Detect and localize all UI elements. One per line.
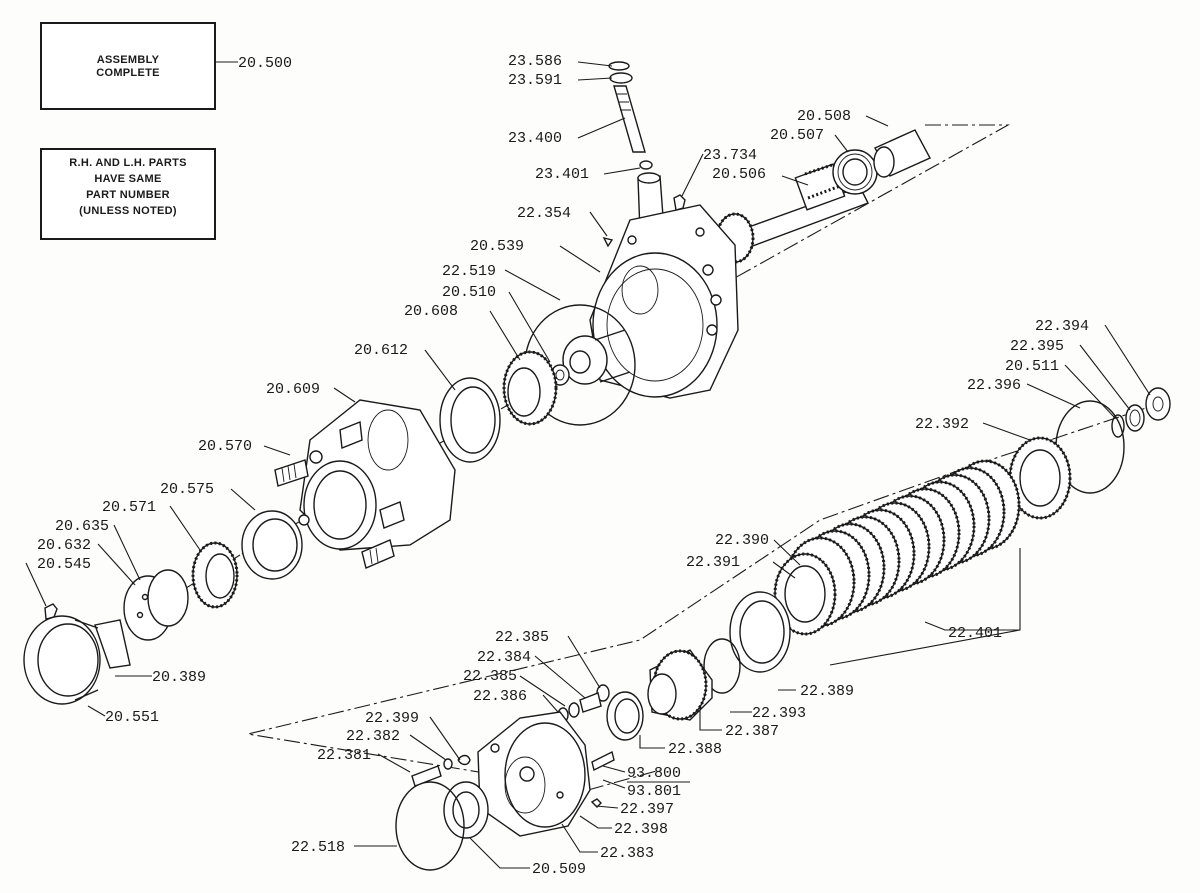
pins-22381 (411, 754, 471, 787)
callout-20507: 20.507 (770, 127, 824, 144)
callout-22393: 22.393 (752, 705, 806, 722)
bolt-93800 (591, 750, 615, 772)
callout-20545: 20.545 (37, 556, 91, 573)
callout-20608: 20.608 (404, 303, 458, 320)
ring-22389 (729, 591, 791, 673)
bearing-20608 (502, 350, 558, 426)
wheel-studs-20570 (274, 421, 405, 569)
cap-20551 (23, 615, 101, 705)
callout-20551: 20.551 (105, 709, 159, 726)
callout-20571: 20.571 (102, 499, 156, 516)
clutch-disc-stack (773, 459, 1021, 636)
callout-23734: 23.734 (703, 147, 757, 164)
fitting-23734 (673, 194, 686, 211)
callout-20612: 20.612 (354, 342, 408, 359)
callout-20511: 20.511 (1005, 358, 1059, 375)
small-seals-group (557, 684, 610, 723)
callout-22381: 22.381 (317, 747, 371, 764)
ring-23401 (639, 160, 653, 170)
callout-23586: 23.586 (508, 53, 562, 70)
callout-22385b: 22.385 (463, 668, 517, 685)
callout-20500: 20.500 (238, 55, 292, 72)
callout-20632: 20.632 (37, 537, 91, 554)
callout-22401: 22.401 (948, 625, 1002, 642)
fitting-22397 (590, 798, 602, 808)
race-20575 (241, 510, 303, 580)
assembly-complete-box: ASSEMBLY COMPLETE (40, 22, 216, 110)
hub-20609 (274, 399, 456, 569)
callout-22397: 22.397 (620, 801, 674, 818)
callout-22386: 22.386 (473, 688, 527, 705)
pin-22354 (602, 236, 614, 248)
callout-20570: 20.570 (198, 438, 252, 455)
callout-22387: 22.387 (725, 723, 779, 740)
callout-22391: 22.391 (686, 554, 740, 571)
assembly-line-1: ASSEMBLY (96, 54, 160, 66)
washer-22395 (1125, 404, 1145, 432)
bearing-20571 (191, 541, 239, 609)
hub-22387 (647, 649, 713, 721)
callout-23591: 23.591 (508, 72, 562, 89)
output-shaft-group (715, 129, 931, 264)
callout-22399: 22.399 (365, 710, 419, 727)
callout-22388: 22.388 (668, 741, 722, 758)
plate-20632 (123, 569, 189, 641)
callout-22394: 22.394 (1035, 318, 1089, 335)
callout-20389: 20.389 (152, 669, 206, 686)
callout-22390: 22.390 (715, 532, 769, 549)
callout-20506: 20.506 (712, 166, 766, 183)
race-20612 (439, 377, 501, 463)
housing-22383 (477, 711, 591, 837)
assembly-line-2: COMPLETE (96, 67, 160, 79)
callout-22354: 22.354 (517, 205, 571, 222)
callout-22392: 22.392 (915, 416, 969, 433)
callout-20609: 20.609 (266, 381, 320, 398)
callout-22382: 22.382 (346, 728, 400, 745)
callout-22395: 22.395 (1010, 338, 1064, 355)
callout-20575: 20.575 (160, 481, 214, 498)
parts-note-line-3: PART NUMBER (86, 189, 170, 201)
callout-22518: 22.518 (291, 839, 345, 856)
callout-22384: 22.384 (477, 649, 531, 666)
callout-20635: 20.635 (55, 518, 109, 535)
pin-23400 (613, 85, 646, 153)
callout-labels: 20.500 23.586 23.591 23.400 23.401 23.73… (37, 53, 1089, 878)
snap-ring-22393 (703, 638, 741, 694)
callout-22519: 22.519 (442, 263, 496, 280)
nut-22394 (1145, 387, 1171, 421)
parts-note-line-1: R.H. AND L.H. PARTS (69, 157, 187, 169)
o-ring-22518 (395, 781, 465, 871)
callout-20508: 20.508 (797, 108, 851, 125)
ring-22388 (606, 691, 644, 741)
callout-23401: 23.401 (535, 166, 589, 183)
callout-93800: 93.800 (627, 765, 681, 782)
callout-20510: 20.510 (442, 284, 496, 301)
ring-20511 (1111, 414, 1125, 438)
callout-22389: 22.389 (800, 683, 854, 700)
callout-22398: 22.398 (614, 821, 668, 838)
callout-22385a: 22.385 (495, 629, 549, 646)
parts-note-box: R.H. AND L.H. PARTS HAVE SAME PART NUMBE… (40, 148, 216, 240)
parts-note-line-4: (UNLESS NOTED) (79, 205, 177, 217)
callout-20509: 20.509 (532, 861, 586, 878)
bolt-20545 (44, 603, 58, 620)
callout-23400: 23.400 (508, 130, 562, 147)
parts-note-line-2: HAVE SAME (94, 173, 162, 185)
callout-22383: 22.383 (600, 845, 654, 862)
callout-22396: 22.396 (967, 377, 1021, 394)
tab-20389 (94, 619, 131, 669)
leader-lines (25, 61, 1151, 869)
callout-93801: 93.801 (627, 783, 681, 800)
callout-20539: 20.539 (470, 238, 524, 255)
washer-23591 (609, 72, 633, 84)
housing-20539 (562, 204, 739, 399)
